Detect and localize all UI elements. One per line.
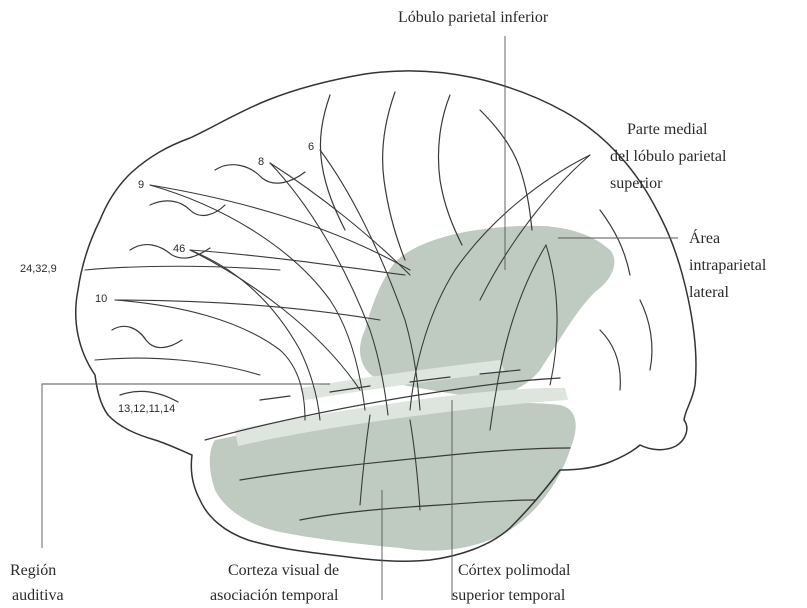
temporal-visual-label-1: Corteza visual de xyxy=(228,562,339,579)
temporal-visual-label-2: asociación temporal xyxy=(210,587,339,604)
auditory-label-2: auditiva xyxy=(12,587,64,604)
lip-label-2: intraparietal xyxy=(689,257,767,274)
precentral-sulcus xyxy=(320,95,345,230)
frontal-sulcus-4 xyxy=(112,326,182,347)
fiber-46-c xyxy=(190,250,360,390)
fiber-9-a xyxy=(150,185,365,410)
medial-superior-parietal-label-2: del lóbulo parietal xyxy=(610,148,727,165)
lip-label-3: lateral xyxy=(689,284,730,301)
area-9-label: 9 xyxy=(138,179,144,191)
medial-superior-parietal-label-1: Parte medial xyxy=(627,121,708,138)
frontal-sulcus-1 xyxy=(150,201,225,216)
central-sulcus xyxy=(383,92,405,260)
area-13-12-11-14-label: 13,12,11,14 xyxy=(118,403,175,415)
auditory-label-1: Región xyxy=(10,562,56,579)
fiber-24-32-9 xyxy=(85,266,280,270)
fiber-46-b xyxy=(190,250,405,275)
area-8-label: 8 xyxy=(258,156,264,168)
inferior-parietal-label: Lóbulo parietal inferior xyxy=(398,9,549,26)
fiber-46-a xyxy=(190,250,320,420)
polymodal-label-2: superior temporal xyxy=(452,587,566,604)
occipital-sulcus-3 xyxy=(600,330,620,390)
area-24-32-9-label: 24,32,9 xyxy=(20,263,57,275)
medial-superior-parietal-label-3: superior xyxy=(610,175,663,192)
fiber-10-a xyxy=(115,300,305,420)
frontal-sulcus-5 xyxy=(120,391,178,402)
polymodal-label-1: Córtex polimodal xyxy=(458,562,571,579)
temporal-sulcus-dash-1 xyxy=(260,396,290,400)
area-10-label: 10 xyxy=(95,293,107,305)
area-6-label: 6 xyxy=(308,141,314,153)
area-46-label: 46 xyxy=(173,243,185,255)
occipital-sulcus-2 xyxy=(640,300,652,370)
fiber-orbital xyxy=(95,358,260,375)
shaded-regions xyxy=(210,226,615,551)
frontal-sulcus-2 xyxy=(130,245,210,259)
lip-label-1: Área xyxy=(689,228,720,247)
postcentral-sulcus xyxy=(438,95,462,245)
